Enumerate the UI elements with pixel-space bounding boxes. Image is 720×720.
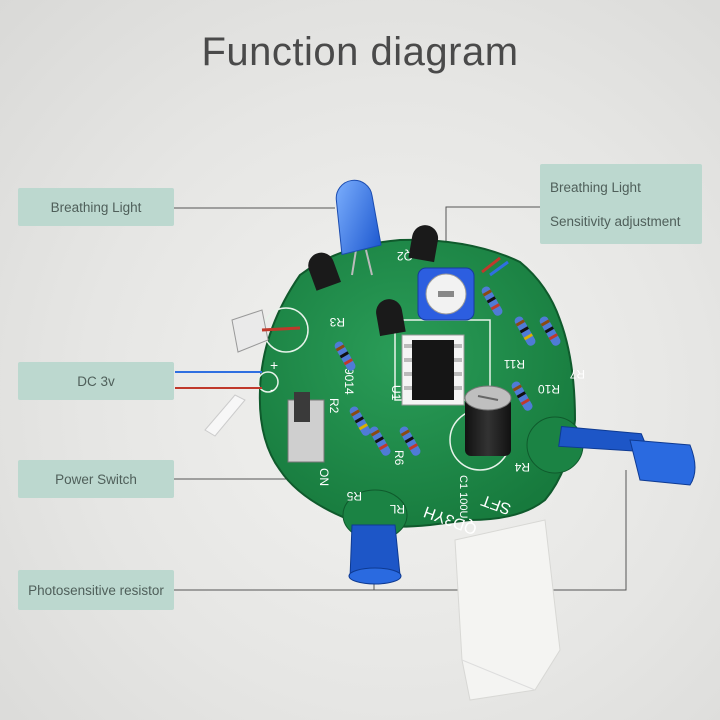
photoresistor-caps — [348, 425, 696, 585]
label-r3: R3 — [329, 315, 345, 329]
capacitor — [464, 385, 512, 456]
label-r6: R6 — [392, 450, 406, 466]
label-sensitivity-line2: Sensitivity adjustment — [550, 213, 681, 229]
leader-lines — [174, 206, 627, 591]
label-sensitivity-line1: Breathing Light — [550, 179, 641, 195]
breathing-led — [335, 179, 382, 276]
label-sensitivity-adjustment: Breathing Light Sensitivity adjustment — [540, 164, 702, 244]
dc-power-socket — [175, 309, 301, 437]
ic-chip — [401, 334, 465, 406]
plastic-stand — [454, 519, 561, 701]
label-r5: R5 — [346, 489, 362, 503]
label-r11: R11 — [504, 357, 525, 371]
power-switch — [287, 392, 325, 463]
label-r10: R10 — [538, 382, 560, 396]
leader-sensitivity — [445, 206, 540, 255]
leader-photoresistor — [174, 470, 627, 591]
label-u1: U1 — [389, 385, 403, 401]
potentiometer — [417, 267, 475, 321]
label-q2: Q2 — [397, 249, 413, 263]
label-power-switch: Power Switch — [18, 460, 174, 498]
page-title: Function diagram — [201, 30, 519, 74]
label-rl: RL — [389, 502, 405, 516]
label-on: ON — [317, 468, 331, 486]
label-9014: 9014 — [342, 368, 356, 395]
label-cap: C1 100U — [457, 475, 469, 518]
label-r7: R7 — [569, 367, 585, 381]
label-r4: R4 — [514, 460, 530, 474]
label-minus: - — [270, 381, 275, 397]
label-breathing-light: Breathing Light — [18, 188, 174, 226]
resistors — [334, 286, 561, 456]
label-r2: R2 — [327, 398, 341, 414]
label-plus: + — [270, 357, 278, 373]
label-photosensitive-resistor: Photosensitive resistor — [18, 570, 174, 610]
transistors — [308, 225, 439, 337]
label-dc-3v: DC 3v — [18, 362, 174, 400]
